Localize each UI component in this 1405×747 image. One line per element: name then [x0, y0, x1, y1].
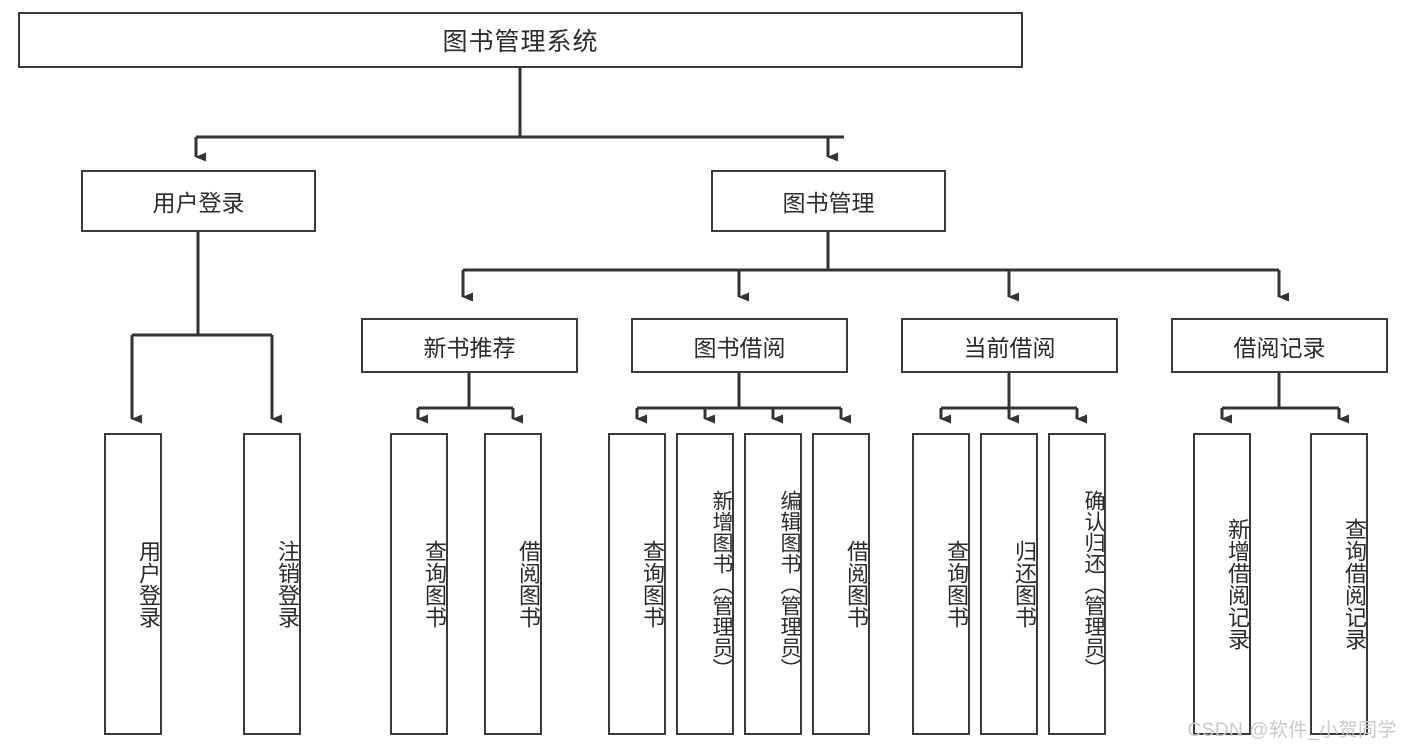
- node-leaf-borrow-add[interactable]: 新增图书（管理员）: [676, 433, 734, 735]
- node-leaf-current-return[interactable]: 归还图书: [980, 433, 1038, 735]
- node-root[interactable]: 图书管理系统: [18, 12, 1023, 68]
- node-borrow[interactable]: 图书借阅: [631, 318, 848, 373]
- node-leaf-borrow-query[interactable]: 查询图书: [608, 433, 666, 735]
- node-leaf-borrow-borrow[interactable]: 借阅图书: [812, 433, 870, 735]
- node-leaf-borrow-edit[interactable]: 编辑图书（管理员）: [744, 433, 802, 735]
- node-leaf-records-query[interactable]: 查询借阅记录: [1310, 433, 1368, 735]
- node-new-book[interactable]: 新书推荐: [361, 318, 578, 373]
- node-leaf-user-login[interactable]: 用户登录: [104, 433, 162, 735]
- node-book-manage[interactable]: 图书管理: [711, 170, 946, 232]
- node-current[interactable]: 当前借阅: [901, 318, 1118, 373]
- node-leaf-newbook-query[interactable]: 查询图书: [390, 433, 448, 735]
- node-leaf-current-confirm[interactable]: 确认归还（管理员）: [1048, 433, 1106, 735]
- node-records[interactable]: 借阅记录: [1171, 318, 1388, 373]
- node-leaf-records-add[interactable]: 新增借阅记录: [1193, 433, 1251, 735]
- node-leaf-newbook-borrow[interactable]: 借阅图书: [484, 433, 542, 735]
- node-leaf-current-query[interactable]: 查询图书: [912, 433, 970, 735]
- watermark: CSDN @软件_小贺同学: [1187, 720, 1397, 741]
- node-leaf-user-logout[interactable]: 注销登录: [243, 433, 301, 735]
- node-user-login[interactable]: 用户登录: [81, 170, 316, 232]
